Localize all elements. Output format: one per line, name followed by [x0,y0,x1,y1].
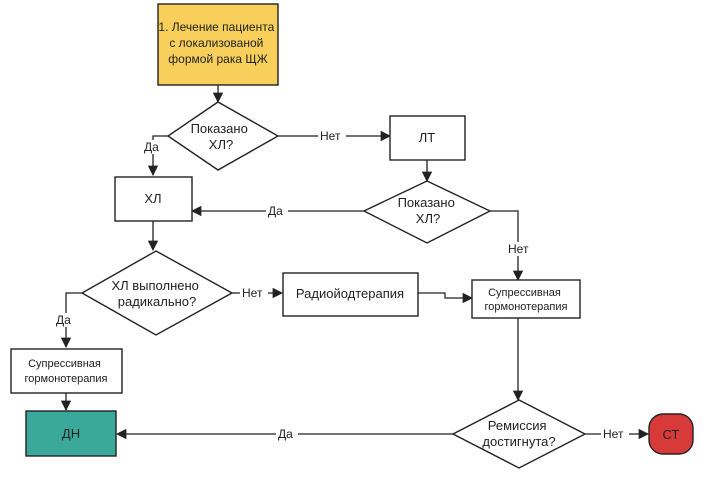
node-decision-q3: ХЛ выполнено радикально? [80,250,234,336]
node-start: 1. Лечение пациента с локализованой форм… [157,3,279,86]
svg-text:Показано ХЛ?: Показано ХЛ? [191,121,252,152]
label-q2-no: Нет [508,242,529,256]
node-dn: ДН [25,410,117,457]
node-suppressive-left: Супрессивная гормонотерапия [10,348,123,394]
node-q4-line1: Ремиссия [488,418,547,433]
label-q1-no: Нет [320,129,341,143]
label-q4-yes: Да [278,427,293,441]
node-supl-line1: Супрессивная [28,358,101,370]
node-start-line2: с локализованой [169,36,263,50]
node-start-line1: 1. Лечение пациента [158,20,274,34]
edge-rit-sup [418,292,474,304]
node-supr-line1: Супрессивная [488,287,561,299]
node-hl-label: ХЛ [144,191,161,206]
node-supr-line2: гормонотерапия [485,301,568,313]
node-q1-line2: ХЛ? [209,137,233,152]
label-q3-no: Нет [242,286,263,300]
node-q2-line2: ХЛ? [416,211,440,226]
node-q3-line2: радикально? [118,294,197,309]
edge-q2-sup [490,210,524,282]
label-q1-yes: Да [144,140,159,154]
edge-labels: Да Нет Да Нет Да Нет Да Нет [54,129,629,441]
svg-text:ХЛ выполнено радикально?: ХЛ выполнено радикально? [111,278,202,309]
node-st-label: СТ [663,427,680,442]
node-decision-q4: Ремиссия достигнута? [451,399,587,469]
edge-q1-hl [147,135,168,177]
svg-text:Супрессивная гормонотера: Супрессивная гормонотерапия [485,287,568,313]
node-supl-line2: гормонотерапия [25,373,108,385]
node-q3-line1: ХЛ выполнено [111,278,198,293]
svg-text:Супрессивная гормонотера: Супрессивная гормонотерапия [25,358,108,385]
label-q2-yes: Да [268,204,283,218]
svg-text:Ремиссия достигнута?: Ремиссия достигнута? [482,418,555,449]
svg-text:Показано ХЛ?: Показано ХЛ? [398,195,459,226]
node-lt-label: ЛТ [419,130,436,145]
node-suppressive-right: Супрессивная гормонотерапия [471,279,581,319]
label-q4-no: Нет [603,427,624,441]
label-q3-yes: Да [56,313,71,327]
node-q4-line2: достигнута? [482,434,555,449]
node-decision-q2: Показано ХЛ? [362,180,492,244]
node-radioiodine: Радиойодтерапия [282,272,419,317]
node-q1-line1: Показано [191,121,248,136]
svg-text:1. Лечение пациента с ло: 1. Лечение пациента с локализованой форм… [158,20,277,66]
node-start-line3: формой рака ЩЖ [168,52,267,66]
node-rit-label: Радиойодтерапия [296,286,404,301]
node-decision-q1: Показано ХЛ? [166,101,280,171]
node-hl: ХЛ [114,176,193,222]
edge-q3-supleft [60,292,82,349]
node-dn-label: ДН [62,426,80,441]
node-lt: ЛТ [389,115,466,161]
node-q2-line1: Показано [398,195,455,210]
node-st: СТ [648,413,694,455]
